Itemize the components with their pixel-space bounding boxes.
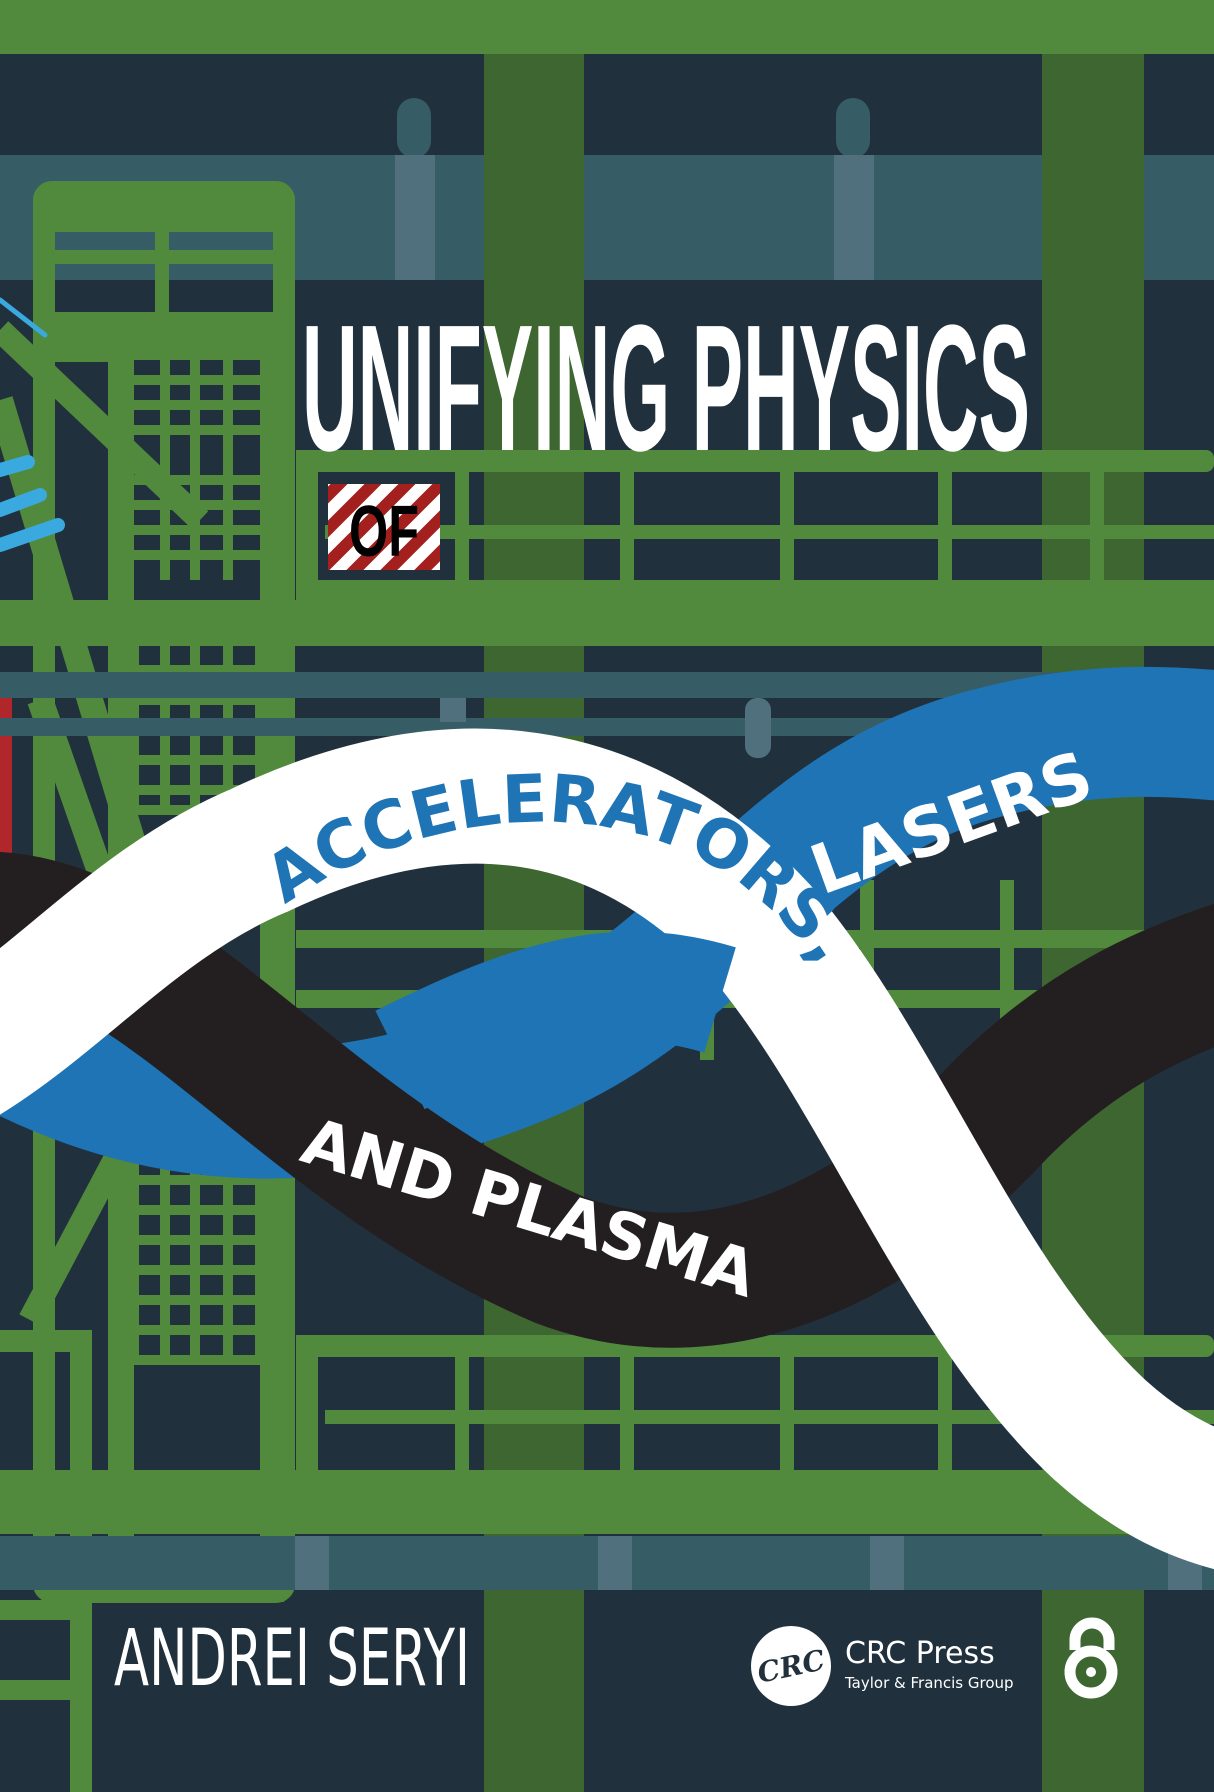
- of-hazard-badge: OF: [328, 484, 440, 572]
- open-access-lock-icon: [1064, 1617, 1118, 1699]
- publisher-name: CRC Press: [845, 1636, 995, 1671]
- cables: [0, 297, 65, 552]
- author-name: ANDREI SERYI: [114, 1614, 470, 1704]
- title-line-1: UNIFYING PHYSICS: [302, 288, 1030, 489]
- white-ribbon: [0, 728, 1214, 1570]
- top-band: [0, 0, 1214, 54]
- publisher-group: Taylor & Francis Group: [844, 1674, 1014, 1692]
- upper-platform: [0, 450, 1214, 646]
- title-of: OF: [349, 492, 419, 572]
- black-ribbon: [0, 852, 1214, 1348]
- crc-circle-icon: [751, 1626, 831, 1706]
- crc-press-logo: CRC CRC Press Taylor & Francis Group: [751, 1626, 1014, 1706]
- blue-ribbon-overlap: [375, 931, 736, 1110]
